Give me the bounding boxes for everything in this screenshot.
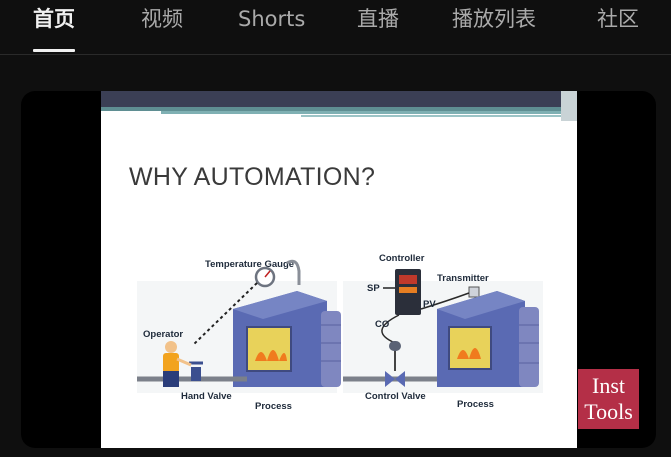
video-player[interactable]: WHY AUTOMATION? Temperature Gauge — [21, 91, 656, 448]
tab-live-label: 直播 — [357, 7, 399, 31]
active-tab-indicator — [33, 49, 75, 52]
inst-tools-logo: Inst Tools — [578, 369, 639, 429]
channel-tab-bar: 首页 视频 Shorts 直播 播放列表 社区 — [0, 0, 671, 55]
co-label: CO — [375, 319, 389, 330]
process-left-label: Process — [255, 401, 292, 411]
tab-shorts[interactable]: Shorts — [238, 0, 305, 52]
control-valve-label: Control Valve — [365, 391, 426, 402]
tab-playlists-label: 播放列表 — [452, 7, 536, 31]
tab-shorts-label: Shorts — [238, 7, 306, 31]
tab-videos-label: 视频 — [141, 7, 183, 31]
tab-community-label: 社区 — [597, 7, 639, 31]
pv-label: PV — [423, 299, 436, 310]
tab-home-label: 首页 — [33, 7, 75, 31]
process-right-label: Process — [457, 399, 494, 410]
control-valve-icon — [385, 371, 405, 387]
sp-label: SP — [367, 283, 380, 294]
temperature-gauge-label: Temperature Gauge — [205, 259, 294, 270]
operator-icon — [165, 341, 177, 353]
tab-live[interactable]: 直播 — [357, 0, 399, 52]
slide-title: WHY AUTOMATION? — [129, 163, 376, 191]
video-frame-slide: WHY AUTOMATION? Temperature Gauge — [101, 91, 577, 448]
slide-header-band — [101, 91, 577, 123]
automation-diagram: Temperature Gauge Operator Hand Va — [137, 253, 543, 411]
hand-valve-icon — [191, 367, 201, 381]
hand-valve-label: Hand Valve — [181, 391, 232, 402]
inst-tools-logo-text: Inst Tools — [584, 373, 633, 424]
tab-playlists[interactable]: 播放列表 — [452, 0, 536, 52]
operator-label: Operator — [143, 329, 183, 340]
tab-videos[interactable]: 视频 — [141, 0, 183, 52]
tab-community[interactable]: 社区 — [597, 0, 639, 52]
transmitter-icon — [468, 286, 480, 298]
transmitter-label: Transmitter — [437, 273, 489, 284]
controller-label: Controller — [379, 253, 425, 264]
tab-home[interactable]: 首页 — [33, 0, 75, 52]
